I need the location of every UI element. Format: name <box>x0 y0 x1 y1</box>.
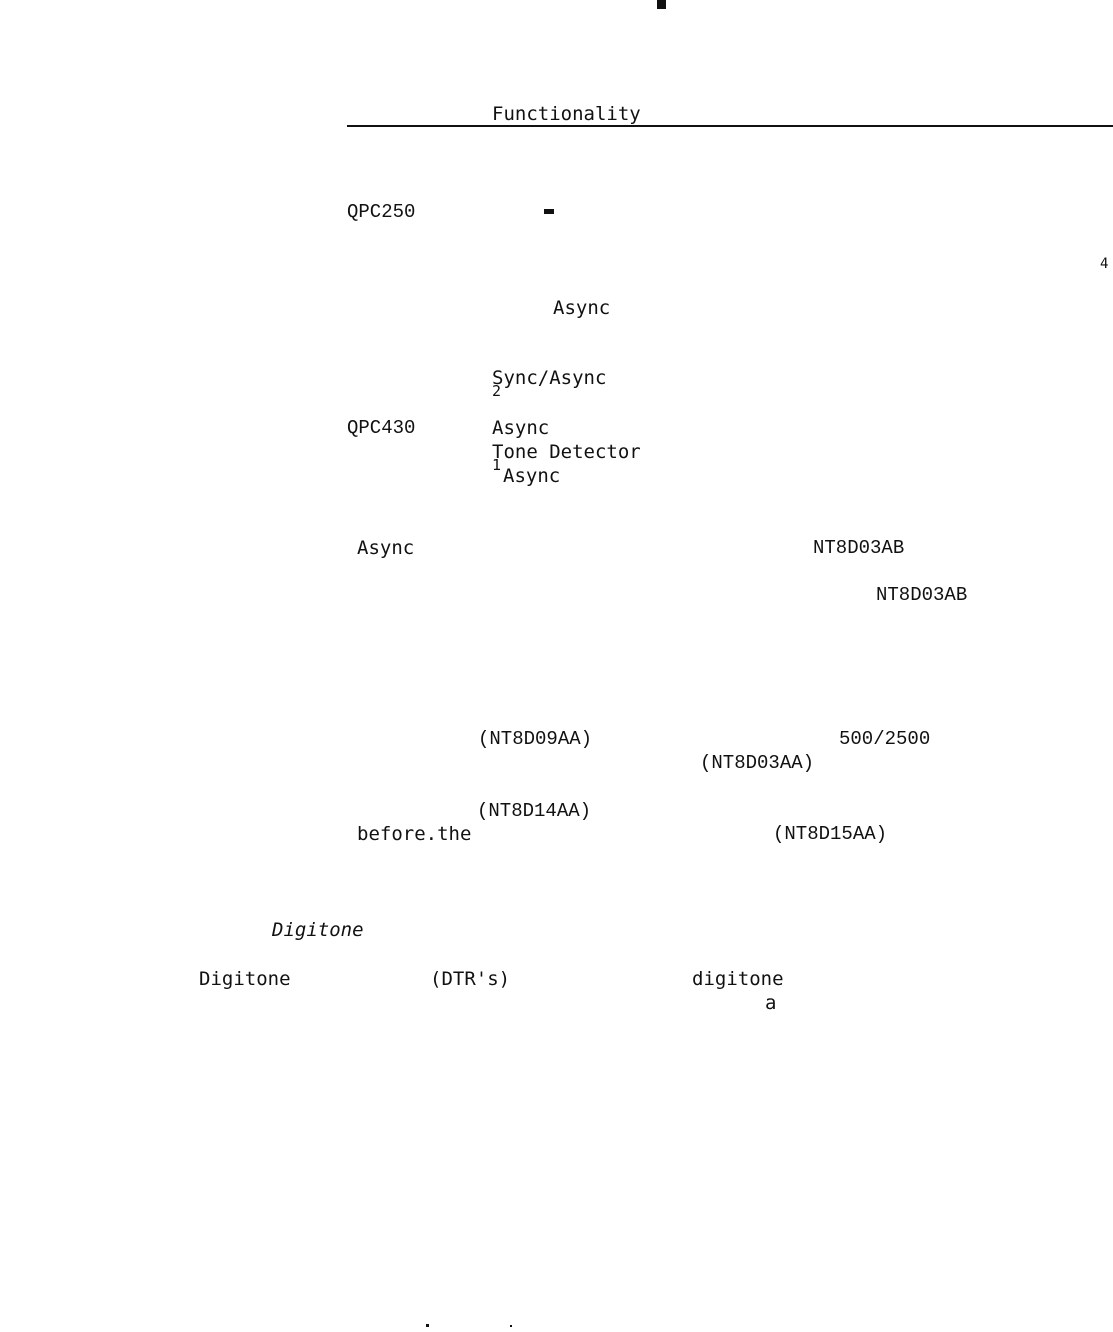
section-word-digitone-lower: digitone <box>692 968 784 990</box>
row-sync-async: Sync/Async <box>492 367 607 389</box>
section-fragment-a: a <box>765 992 777 1014</box>
section-word-digitone: Digitone <box>199 968 291 990</box>
section-dtrs: (DTR's) <box>430 968 511 990</box>
scan-speck <box>426 1324 429 1327</box>
note-async: Async <box>357 537 415 559</box>
note-before-the: before.the <box>357 823 472 845</box>
page-header-title: Functionality <box>492 103 641 125</box>
note-nt8d03ab-1: NT8D03AB <box>813 537 905 559</box>
row-sync-async-sup: 2 <box>492 382 502 400</box>
row-async-1: Async <box>553 297 611 319</box>
dash-mark <box>544 209 554 214</box>
note-500-2500: 500/2500 <box>839 728 931 750</box>
scan-speck <box>510 1325 512 1327</box>
note-nt8d14aa: (NT8D14AA) <box>477 800 592 822</box>
row-label-qpc430: QPC430 <box>347 417 416 439</box>
row-tone-detector: Tone Detector <box>492 441 641 463</box>
note-nt8d09aa: (NT8D09AA) <box>478 728 593 750</box>
row-async-2: Async <box>492 417 550 439</box>
row-async-3: Async <box>503 465 561 487</box>
top-mark <box>657 0 666 9</box>
row-async-3-sup: 1 <box>492 456 502 474</box>
note-nt8d03aa: (NT8D03AA) <box>700 752 815 774</box>
row-label-qpc250: QPC250 <box>347 201 416 223</box>
note-nt8d03ab-2: NT8D03AB <box>876 584 968 606</box>
note-nt8d15aa: (NT8D15AA) <box>773 823 888 845</box>
header-rule <box>347 125 1113 127</box>
section-heading-digitone: Digitone <box>272 919 364 941</box>
page-number-fragment: 4 <box>1100 256 1109 272</box>
